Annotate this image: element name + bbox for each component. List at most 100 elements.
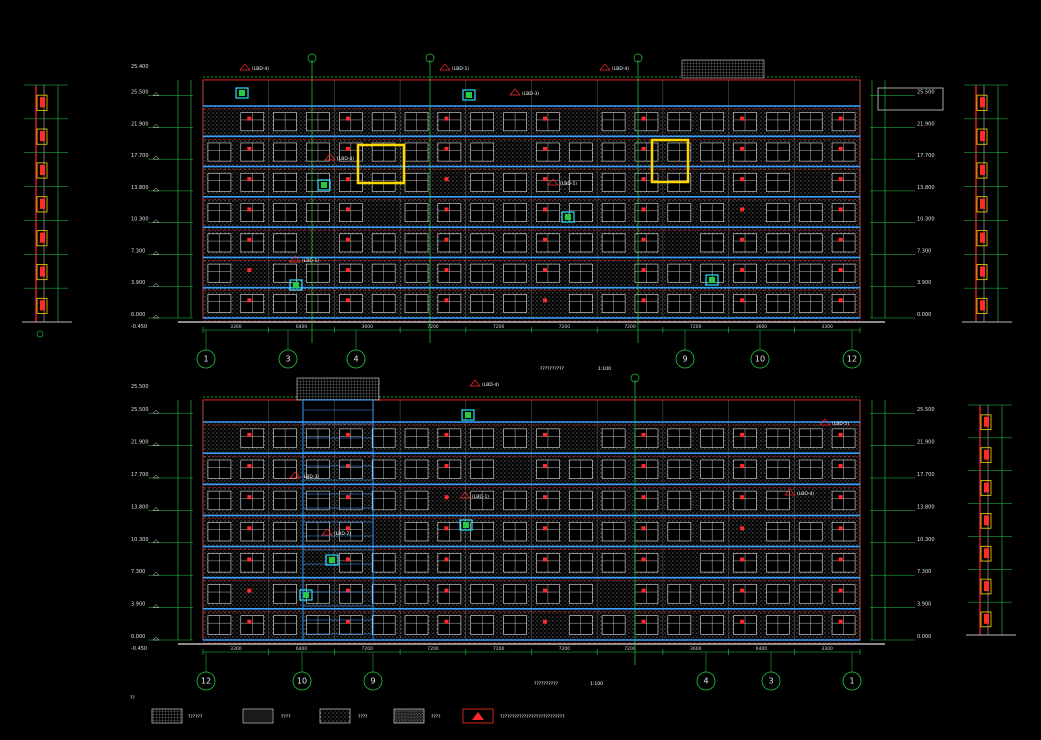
- side-section-right-bottom: [966, 404, 1016, 636]
- window: [339, 203, 363, 222]
- window: [831, 584, 856, 604]
- axis-number: 3: [768, 677, 773, 686]
- marker: [247, 557, 252, 562]
- tag-label: (LBD-4): [482, 382, 499, 388]
- marker: [345, 146, 350, 151]
- marker: [247, 177, 252, 182]
- marker: [838, 298, 843, 303]
- window: [240, 112, 265, 132]
- level-triangle-icon: [152, 571, 160, 576]
- window: [798, 112, 823, 132]
- marker: [247, 619, 252, 624]
- window: [536, 233, 560, 253]
- level-label-right: 3.900: [917, 602, 931, 608]
- window: [700, 459, 724, 479]
- tag-label: (LBD-4): [612, 66, 629, 72]
- section-sill: [984, 515, 989, 526]
- highlight-frame: [356, 143, 406, 185]
- window: [273, 521, 297, 542]
- window: [700, 553, 724, 573]
- window: [634, 584, 659, 604]
- window: [437, 112, 462, 132]
- detail-marker-core: [466, 92, 472, 98]
- window: [568, 584, 593, 604]
- level-label-left: 25.500: [131, 407, 149, 413]
- window: [503, 203, 527, 222]
- marker: [247, 207, 252, 212]
- marker: [444, 432, 449, 437]
- window: [536, 112, 560, 132]
- window: [798, 233, 823, 253]
- marker: [838, 207, 843, 212]
- window: [634, 428, 659, 448]
- tag-label: (LBD-1): [302, 258, 319, 264]
- axis-number: 12: [847, 355, 857, 364]
- window: [700, 584, 724, 604]
- window: [404, 233, 429, 253]
- window: [273, 490, 297, 511]
- window: [339, 172, 363, 192]
- marker: [641, 495, 646, 500]
- window: [207, 233, 232, 253]
- window: [437, 553, 462, 573]
- level-label-left: 10.300: [131, 217, 149, 223]
- section-sill: [980, 300, 985, 311]
- level-label-right: 7.300: [917, 248, 931, 254]
- section-window: [980, 513, 992, 529]
- window: [240, 233, 265, 253]
- detail-marker: [462, 89, 476, 101]
- span-label: 7200: [493, 324, 505, 330]
- marker: [740, 464, 745, 469]
- marker: [247, 146, 252, 151]
- window: [273, 553, 297, 573]
- level-triangle-icon: [152, 442, 160, 446]
- axis-bubble: [842, 671, 862, 691]
- window: [536, 490, 560, 511]
- detail-marker: [325, 554, 339, 566]
- detail-marker: [561, 211, 575, 223]
- window: [733, 428, 757, 448]
- section-sill: [980, 198, 985, 209]
- detail-marker: [299, 589, 313, 601]
- tag-label: (LBD-4): [337, 156, 354, 162]
- window: [470, 521, 495, 542]
- window: [371, 112, 396, 132]
- marker: [345, 432, 350, 437]
- detail-marker: [235, 87, 249, 99]
- window: [766, 142, 790, 162]
- span-label: 3300: [821, 646, 833, 652]
- marker: [444, 177, 449, 182]
- marker: [247, 237, 252, 242]
- window: [536, 521, 560, 542]
- tag-marker-icon: [239, 63, 251, 71]
- window: [601, 203, 626, 222]
- legend-triangle-icon: [472, 712, 484, 720]
- window: [568, 233, 593, 253]
- window: [700, 203, 724, 222]
- tag-marker-icon: [289, 471, 301, 479]
- window: [766, 233, 790, 253]
- window: [798, 615, 823, 635]
- window: [798, 459, 823, 479]
- window: [207, 553, 232, 573]
- marker: [444, 526, 449, 531]
- marker: [641, 619, 646, 624]
- window: [273, 294, 297, 313]
- window: [503, 233, 527, 253]
- marker: [641, 237, 646, 242]
- window: [766, 428, 790, 448]
- level-label-left: 7.300: [131, 248, 145, 254]
- window: [339, 459, 363, 479]
- span-label: 7200: [427, 324, 439, 330]
- legend-item-4: ????: [431, 714, 441, 720]
- axis-number: 4: [703, 677, 708, 686]
- legend-item-1: ??????: [188, 714, 203, 720]
- window: [700, 615, 724, 635]
- window: [503, 294, 527, 313]
- window: [831, 263, 856, 283]
- legend-swatch-2: [242, 708, 274, 724]
- level-label-left: 13.800: [131, 185, 149, 191]
- section-sill: [40, 232, 45, 243]
- marker: [444, 146, 449, 151]
- side-section-left: [22, 84, 72, 323]
